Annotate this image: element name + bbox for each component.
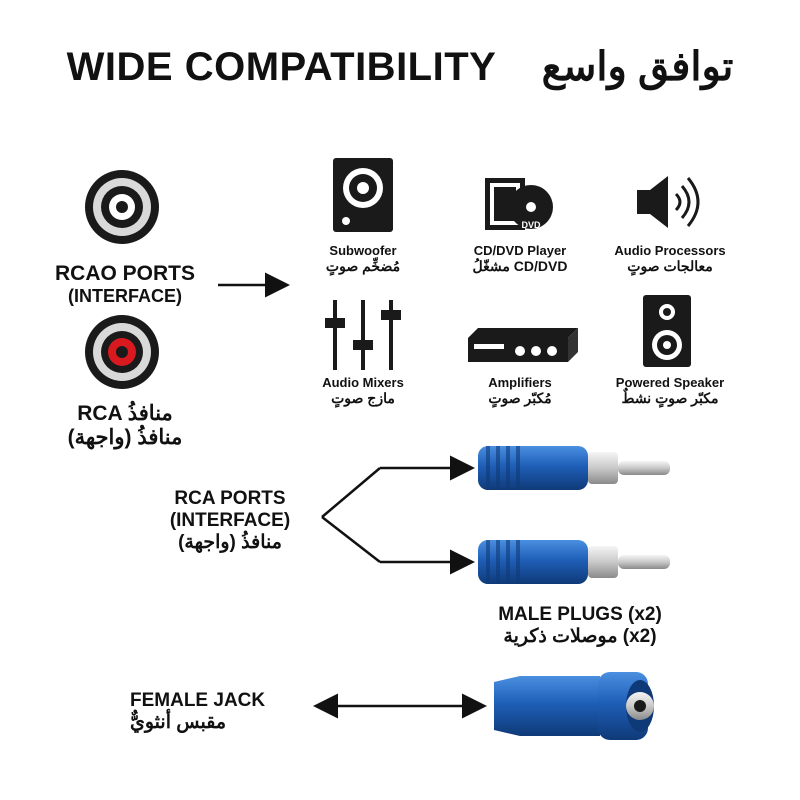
rca-ports-label: RCA PORTS (INTERFACE) منافذُ (واجهة) [140, 488, 320, 554]
white-rca-port-icon [85, 170, 159, 244]
dvd-logo-text: DVD [521, 220, 541, 230]
male-rca-plug-icon [478, 540, 670, 584]
female-jack-label: FEMALE JACK مقبس أنثويٌّ [130, 690, 320, 734]
rca-ports-interface: (INTERFACE) [169, 509, 291, 531]
title-ar: توافق واسع [541, 45, 734, 89]
device-label-en: Powered Speaker [615, 375, 725, 390]
mixer-sliders-icon [325, 300, 401, 370]
subwoofer-icon [333, 158, 393, 232]
branch-arrows [321, 455, 475, 575]
rca-label: RCA منافذُ منافذُ (واجهة) [20, 402, 230, 450]
female-rca-jack-icon [494, 672, 654, 740]
male-plugs-label: MALE PLUGS (x2) موصلات ذكرية (x2) [450, 604, 710, 648]
device-label-ar: مكبّر صوتٍ نشطٌ [621, 390, 719, 406]
rcao-ports-sub: (INTERFACE) [68, 286, 182, 307]
device-label-ar: مُكبّر صوتٍ [488, 390, 552, 406]
rca-ports-title: RCA PORTS [174, 488, 286, 509]
device-cd-dvd: CD/DVD Player مشغّلُ CD/DVD [445, 243, 595, 275]
device-label-ar: مُضخِّم صوتٍ [325, 258, 401, 274]
device-label-en: Subwoofer [329, 243, 397, 258]
device-label-en: CD/DVD Player [473, 243, 567, 258]
device-label-ar: معالجات صوتٍ [627, 258, 713, 274]
device-label-en: Audio Processors [614, 243, 726, 258]
device-amplifiers: Amplifiers مُكبّر صوتٍ [445, 375, 595, 407]
powered-speaker-icon [643, 295, 691, 367]
rcao-ports-title: RCAO PORTS [54, 262, 195, 285]
cd-dvd-player-icon: DVD [485, 178, 553, 230]
device-label-ar: مازج صوتٍ [331, 390, 395, 406]
device-label-ar: مشغّلُ CD/DVD [472, 258, 568, 274]
device-label-en: Audio Mixers [322, 375, 404, 390]
rca-label-title: RCA منافذُ [77, 402, 173, 425]
female-jack-ar: مقبس أنثويٌّ [130, 711, 227, 733]
male-plugs-ar: موصلات ذكرية (x2) [503, 625, 657, 647]
device-audio-mixers: Audio Mixers مازج صوتٍ [288, 375, 438, 407]
amplifier-icon [468, 328, 578, 362]
red-rca-port-icon [85, 315, 159, 389]
rca-label-sub: منافذُ (واجهة) [67, 426, 183, 450]
male-plugs-en: MALE PLUGS (x2) [498, 604, 662, 625]
device-label-en: Amplifiers [488, 375, 552, 390]
male-rca-plug-icon [478, 446, 670, 490]
title-en: WIDE COMPATIBILITY [66, 45, 497, 89]
device-powered-speaker: Powered Speaker مكبّر صوتٍ نشطٌ [595, 375, 745, 407]
rcao-ports-label: RCAO PORTS (INTERFACE) [20, 262, 230, 307]
device-audio-processors: Audio Processors معالجات صوتٍ [595, 243, 745, 275]
device-subwoofer: Subwoofer مُضخِّم صوتٍ [288, 243, 438, 275]
speaker-sound-icon [637, 176, 700, 228]
page-title: WIDE COMPATIBILITY توافق واسع [0, 44, 800, 90]
female-jack-en: FEMALE JACK [130, 690, 266, 711]
rca-ports-ar: منافذُ (واجهة) [178, 531, 282, 553]
